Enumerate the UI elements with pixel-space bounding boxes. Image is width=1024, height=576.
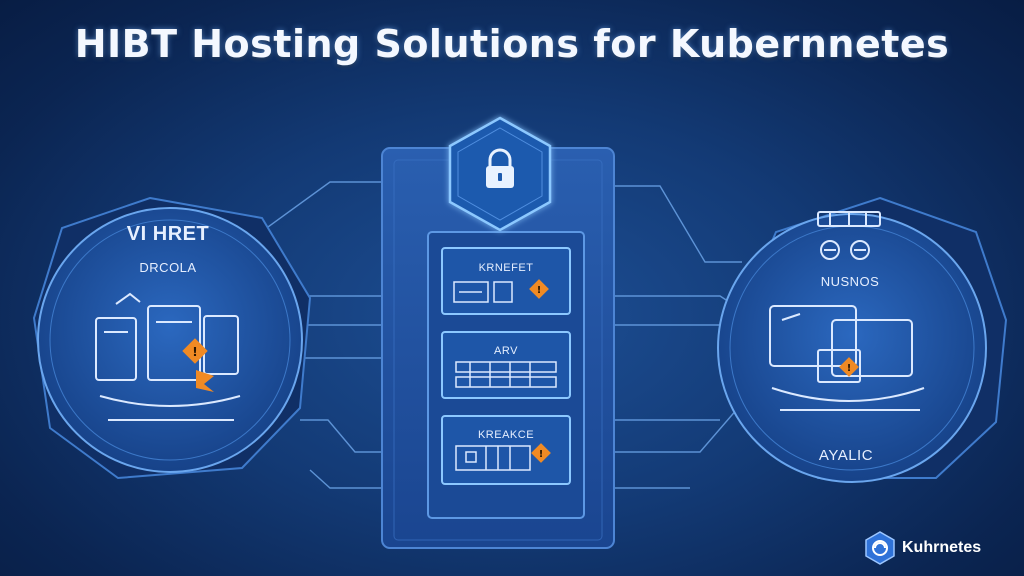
- connector-lines: [249, 181, 761, 489]
- left-node-title: VI HRET: [127, 223, 209, 245]
- module-2[interactable]: ARV: [441, 331, 571, 399]
- kubernetes-logo-icon: [865, 531, 895, 565]
- module-3[interactable]: KREAKCE !: [441, 415, 571, 485]
- module-1[interactable]: KRNEFET !: [441, 247, 571, 315]
- devices-icon: [769, 305, 925, 411]
- warning-diamond-icon: !: [531, 443, 551, 463]
- alert-burst-icon: [196, 370, 214, 392]
- svg-text:!: !: [537, 285, 542, 296]
- svg-text:!: !: [539, 449, 544, 460]
- page-title: HIBT Hosting Solutions for Kubernnetes: [74, 22, 950, 66]
- module-3-label: KREAKCE: [478, 429, 534, 441]
- right-node-title: NUSNOS: [821, 274, 880, 289]
- module-2-label: ARV: [494, 345, 518, 357]
- module-1-label: KRNEFET: [479, 262, 534, 274]
- lock-icon: [486, 148, 514, 188]
- left-node-subtitle: DRCOLA: [139, 260, 196, 275]
- right-node[interactable]: NUSNOS ! AYALIC: [717, 196, 1008, 483]
- badge-label: Kuhrnetes: [902, 539, 982, 556]
- kubernetes-badge: Kuhrnetes: [864, 530, 981, 566]
- right-node-caption: AYALIC: [819, 447, 873, 464]
- server-icon: [95, 292, 241, 421]
- warning-diamond-icon: !: [839, 357, 859, 377]
- warning-diamond-icon: !: [182, 338, 208, 364]
- svg-text:!: !: [847, 363, 852, 374]
- left-node[interactable]: VI HRET DRCOLA !: [32, 196, 312, 480]
- rack-icon: [817, 211, 881, 260]
- security-lock[interactable]: [448, 116, 552, 232]
- center-server-panel[interactable]: KRNEFET ! ARV: [381, 147, 615, 549]
- svg-text:!: !: [192, 345, 197, 359]
- warning-diamond-icon: !: [529, 279, 549, 299]
